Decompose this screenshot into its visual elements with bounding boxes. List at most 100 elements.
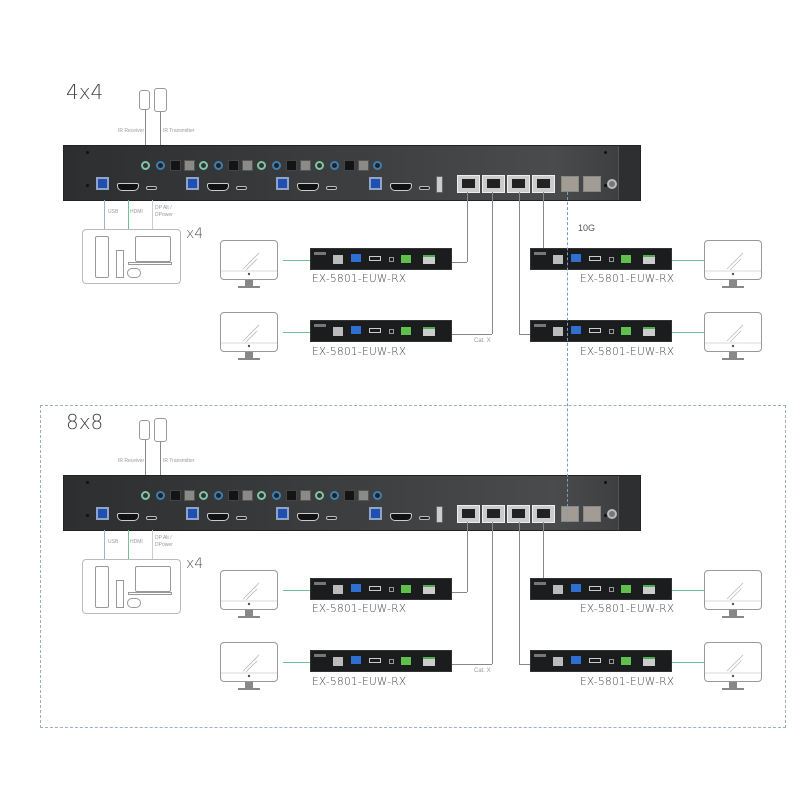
- audio-port[interactable]: [358, 490, 369, 501]
- usb-a-port[interactable]: [436, 176, 443, 193]
- hdmi-input-port[interactable]: [207, 513, 229, 521]
- usb-port: [571, 254, 581, 262]
- ir-transmitter-label: IR Transmitter: [163, 128, 195, 134]
- audio-port[interactable]: [184, 160, 195, 171]
- hdmi-input-port[interactable]: [117, 183, 139, 191]
- 8x8-expansion-group: [40, 405, 786, 728]
- ir-receiver-icon: [139, 420, 150, 440]
- audio-port[interactable]: [358, 160, 369, 171]
- usbc-port[interactable]: [419, 516, 430, 520]
- audio-port[interactable]: [242, 490, 253, 501]
- optical-port[interactable]: [170, 490, 181, 501]
- audio-port[interactable]: [184, 490, 195, 501]
- tower-pc-icon: [95, 566, 109, 608]
- cable: [452, 262, 467, 263]
- usb-port: [351, 584, 361, 592]
- hdmi-input-port[interactable]: [297, 513, 319, 521]
- 10g-link: [567, 192, 568, 522]
- cable: [452, 334, 492, 335]
- usb-b-port[interactable]: [369, 177, 382, 190]
- usbc-port[interactable]: [236, 516, 247, 520]
- ir-out-jack[interactable]: [330, 491, 339, 500]
- audio-port[interactable]: [300, 160, 311, 171]
- audio-port[interactable]: [242, 160, 253, 171]
- ir-out-jack[interactable]: [156, 491, 165, 500]
- ir-in-jack[interactable]: [141, 491, 150, 500]
- usbc-port[interactable]: [326, 516, 337, 520]
- usbc-port[interactable]: [146, 516, 157, 520]
- monitor-stand: [245, 352, 253, 358]
- section-title: 8x8: [66, 410, 104, 434]
- screw-icon: [86, 481, 89, 484]
- hdmi-input-port[interactable]: [390, 183, 412, 191]
- rj45-port: [333, 327, 343, 336]
- usbc-port[interactable]: [146, 186, 157, 190]
- hdmi-label: HDMI: [130, 209, 143, 215]
- ir-in-jack[interactable]: [141, 161, 150, 170]
- usbc-port[interactable]: [236, 186, 247, 190]
- optical-port[interactable]: [286, 160, 297, 171]
- ir-receiver-label: IR Receiver: [118, 128, 145, 134]
- ir-out-jack[interactable]: [330, 161, 339, 170]
- optical-port[interactable]: [228, 490, 239, 501]
- cable: [492, 522, 493, 664]
- optical-port[interactable]: [344, 490, 355, 501]
- monitor-base: [238, 688, 260, 690]
- usb-b-port[interactable]: [369, 507, 382, 520]
- ir-out-jack[interactable]: [214, 161, 223, 170]
- usbc-port[interactable]: [419, 186, 430, 190]
- cable: [452, 592, 467, 593]
- optical-port[interactable]: [286, 490, 297, 501]
- ir-out-jack[interactable]: [272, 161, 281, 170]
- ir-out-jack[interactable]: [373, 491, 382, 500]
- monitor-stand: [245, 610, 253, 616]
- cable: [452, 664, 492, 665]
- ir-out-jack[interactable]: [373, 161, 382, 170]
- ground-terminal: [607, 509, 617, 519]
- ir-in-jack[interactable]: [257, 491, 266, 500]
- hdmi-input-port[interactable]: [117, 513, 139, 521]
- rj45-port: [333, 657, 343, 666]
- hdmi-cable: [672, 332, 704, 333]
- sfp-port[interactable]: [561, 176, 579, 192]
- hdbaset-output-port[interactable]: [482, 175, 505, 193]
- hdbaset-output-port[interactable]: [507, 175, 530, 193]
- usbc-port[interactable]: [326, 186, 337, 190]
- usb-b-port[interactable]: [276, 177, 289, 190]
- display-monitor: [704, 570, 762, 610]
- hdbaset-output-port[interactable]: [457, 505, 480, 523]
- ir-out-jack[interactable]: [272, 491, 281, 500]
- audio-port[interactable]: [300, 490, 311, 501]
- usb-b-port[interactable]: [96, 177, 109, 190]
- ir-in-jack[interactable]: [315, 491, 324, 500]
- sfp-port[interactable]: [561, 506, 579, 522]
- usb-b-port[interactable]: [186, 177, 199, 190]
- ir-in-jack[interactable]: [199, 161, 208, 170]
- hdmi-input-port[interactable]: [390, 513, 412, 521]
- cable: [543, 522, 544, 578]
- sfp-port[interactable]: [583, 176, 601, 192]
- usb-b-port[interactable]: [276, 507, 289, 520]
- usb-b-port[interactable]: [96, 507, 109, 520]
- usb-a-port[interactable]: [436, 506, 443, 523]
- hdmi-cable: [283, 332, 310, 333]
- sfp-port[interactable]: [583, 506, 601, 522]
- optical-port[interactable]: [344, 160, 355, 171]
- ir-in-jack[interactable]: [257, 161, 266, 170]
- hdbaset-output-port[interactable]: [482, 505, 505, 523]
- hdbaset-output-port[interactable]: [457, 175, 480, 193]
- ir-in-jack[interactable]: [315, 161, 324, 170]
- hdmi-input-port[interactable]: [207, 183, 229, 191]
- optical-port[interactable]: [170, 160, 181, 171]
- dp-cable: [152, 200, 153, 229]
- optical-port[interactable]: [228, 160, 239, 171]
- hdbaset-output-port[interactable]: [532, 175, 555, 193]
- hdmi-cable: [672, 590, 704, 591]
- ir-out-jack[interactable]: [156, 161, 165, 170]
- usb-b-port[interactable]: [186, 507, 199, 520]
- ir-out-jack[interactable]: [214, 491, 223, 500]
- hdbaset-output-port[interactable]: [507, 505, 530, 523]
- hdmi-port: [369, 586, 381, 591]
- hdmi-input-port[interactable]: [297, 183, 319, 191]
- ir-in-jack[interactable]: [199, 491, 208, 500]
